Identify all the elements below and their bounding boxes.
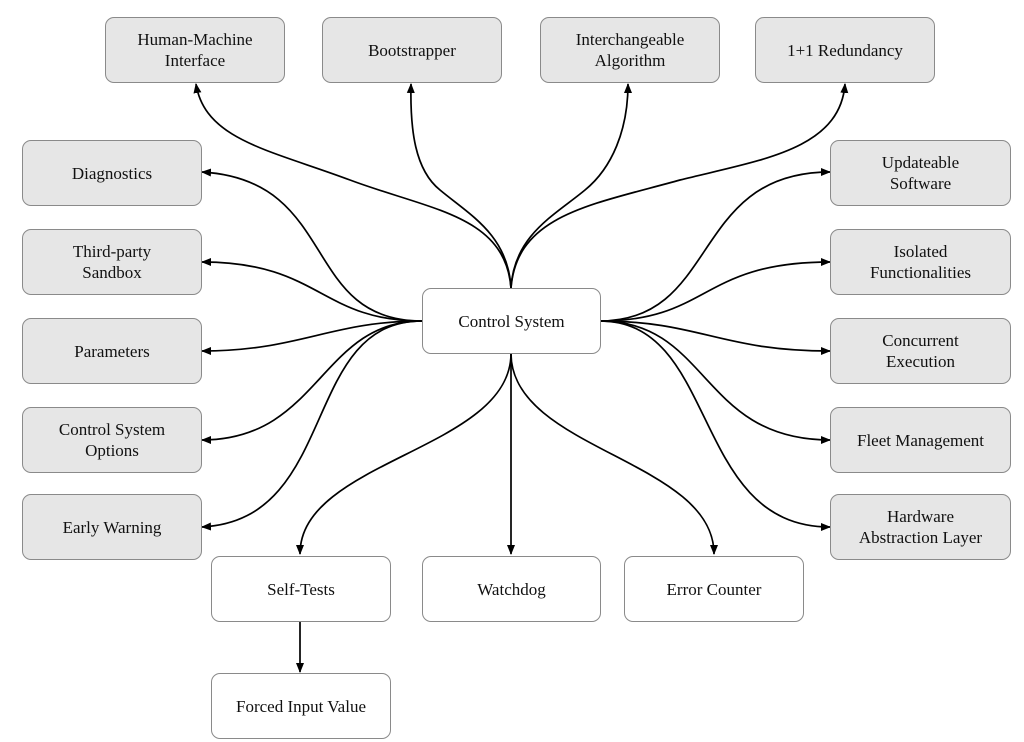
node-control-system-options: Control System Options	[22, 407, 202, 473]
edge-to-diagnostics	[201, 168, 423, 322]
node-hardware-abstraction-layer: Hardware Abstraction Layer	[830, 494, 1011, 560]
node-parameters: Parameters	[22, 318, 202, 384]
edge-to-sandbox	[201, 258, 423, 322]
edge-to-updateable	[599, 168, 831, 322]
edge-to-early-warning	[201, 320, 423, 531]
node-third-party-sandbox: Third-party Sandbox	[22, 229, 202, 295]
node-bootstrapper: Bootstrapper	[322, 17, 502, 83]
node-redundancy: 1+1 Redundancy	[755, 17, 935, 83]
node-error-counter: Error Counter	[624, 556, 804, 622]
node-interchangeable-algorithm: Interchangeable Algorithm	[540, 17, 720, 83]
node-diagnostics: Diagnostics	[22, 140, 202, 206]
node-self-tests: Self-Tests	[211, 556, 391, 622]
edge-to-isolated	[599, 258, 831, 322]
node-updateable-software: Updateable Software	[830, 140, 1011, 206]
edge-to-fleet	[599, 320, 831, 444]
edge-to-concurrent	[599, 320, 831, 355]
node-early-warning: Early Warning	[22, 494, 202, 560]
node-concurrent-execution: Concurrent Execution	[830, 318, 1011, 384]
edge-to-bootstrapper	[406, 83, 512, 289]
node-fleet-management: Fleet Management	[830, 407, 1011, 473]
edge-to-self-tests	[296, 353, 512, 555]
edge-to-parameters	[201, 320, 423, 355]
node-watchdog: Watchdog	[422, 556, 601, 622]
edge-to-hal	[599, 320, 831, 531]
edge-to-interchangeable	[510, 83, 632, 289]
node-forced-input-value: Forced Input Value	[211, 673, 391, 739]
node-control-system: Control System	[422, 288, 601, 354]
node-human-machine-interface: Human-Machine Interface	[105, 17, 285, 83]
edge-to-redundancy	[510, 83, 849, 289]
edge-to-hmi	[193, 83, 512, 289]
edge-to-options	[201, 320, 423, 444]
edge-to-error-counter	[510, 353, 718, 555]
node-isolated-functionalities: Isolated Functionalities	[830, 229, 1011, 295]
